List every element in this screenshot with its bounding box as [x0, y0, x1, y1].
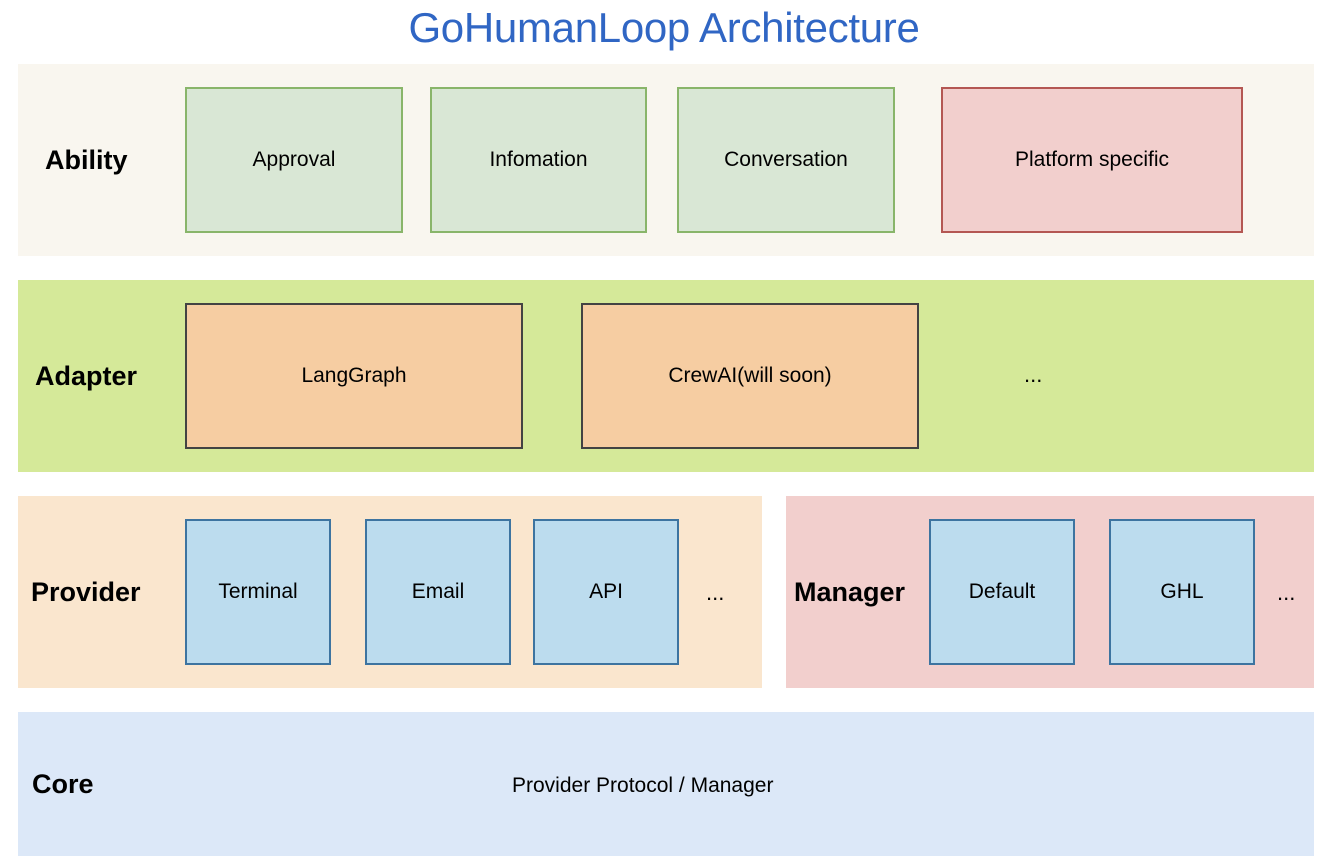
diagram-title: GoHumanLoop Architecture — [408, 4, 920, 51]
adapter-layer-label: Adapter — [35, 361, 138, 391]
manager-layer-label: Manager — [794, 577, 906, 607]
core-layer-label: Core — [32, 769, 94, 799]
ability-approval-label: Approval — [252, 148, 336, 171]
ability-information-label: Infomation — [489, 148, 588, 171]
provider-email: Email — [365, 519, 511, 665]
provider-api: API — [533, 519, 679, 665]
adapter-more-ellipsis: ... — [1024, 362, 1043, 387]
adapter-langgraph-label: LangGraph — [301, 364, 407, 387]
ability-approval: Approval — [185, 87, 403, 233]
ability-platform-specific: Platform specific — [941, 87, 1243, 233]
provider-layer: Provider Terminal Email API ... — [18, 496, 762, 688]
provider-email-label: Email — [411, 580, 465, 603]
manager-layer: Manager Default GHL ... — [786, 496, 1314, 688]
core-description: Provider Protocol / Manager — [512, 774, 774, 797]
adapter-crewai-label: CrewAI(will soon) — [668, 364, 832, 387]
manager-default-label: Default — [968, 580, 1036, 603]
adapter-layer: Adapter LangGraph CrewAI(will soon) ... — [18, 280, 1314, 472]
manager-ghl: GHL — [1109, 519, 1255, 665]
manager-default: Default — [929, 519, 1075, 665]
core-layer: Core Provider Protocol / Manager — [18, 712, 1314, 856]
ability-information: Infomation — [430, 87, 647, 233]
provider-more-ellipsis: ... — [706, 580, 725, 605]
ability-layer: Ability Approval Infomation Conversation… — [18, 64, 1314, 256]
adapter-langgraph: LangGraph — [185, 303, 523, 449]
ability-layer-label: Ability — [45, 145, 128, 175]
ability-platform-specific-label: Platform specific — [1014, 148, 1170, 171]
manager-more-ellipsis: ... — [1277, 580, 1296, 605]
provider-terminal-label: Terminal — [218, 580, 298, 603]
adapter-crewai: CrewAI(will soon) — [581, 303, 919, 449]
manager-ghl-label: GHL — [1160, 580, 1204, 603]
provider-api-label: API — [589, 580, 623, 603]
ability-conversation: Conversation — [677, 87, 895, 233]
provider-terminal: Terminal — [185, 519, 331, 665]
provider-layer-label: Provider — [31, 577, 141, 607]
ability-conversation-label: Conversation — [724, 148, 848, 171]
